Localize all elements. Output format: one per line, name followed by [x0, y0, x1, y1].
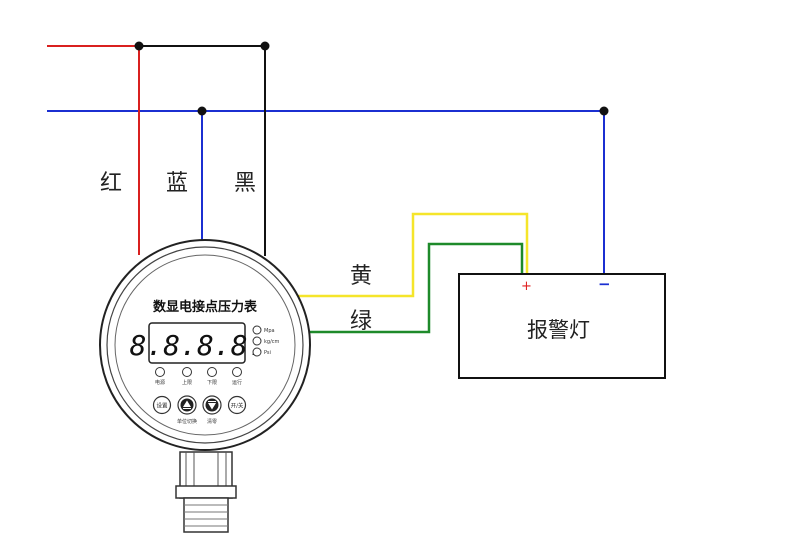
down-button[interactable]: [202, 395, 222, 415]
pressure-gauge: 数显电接点压力表 8.8.8.8. Mpa kg/cm Psi 电源 上限 下限…: [99, 239, 311, 451]
blue-wire-label: 蓝: [166, 171, 188, 196]
red-wire-label: 红: [100, 171, 122, 196]
junction-dot: [599, 106, 609, 116]
up-triangle-icon: [183, 400, 191, 407]
status-led-label: 运行: [232, 379, 242, 386]
gauge-title: 数显电接点压力表: [153, 299, 258, 315]
power-button[interactable]: 开/关: [227, 395, 247, 415]
status-led-upper: [182, 367, 192, 377]
alarm-lamp-label: 报警灯: [527, 318, 590, 342]
clear-caption: 清零: [207, 418, 217, 425]
up-button[interactable]: [177, 395, 197, 415]
black-wire-label: 黑: [234, 171, 256, 196]
status-led-lower: [207, 367, 217, 377]
status-led-label: 下限: [207, 379, 217, 386]
set-button[interactable]: 设置: [152, 395, 172, 415]
unit-indicator-kgcm: [252, 336, 262, 346]
status-led-label: 上限: [182, 379, 192, 386]
unit-indicator-mpa: [252, 325, 262, 335]
status-led-label: 电源: [155, 379, 165, 386]
unit-label: kg/cm: [264, 339, 280, 345]
green-wire: [305, 242, 524, 334]
unit-indicator-psi: [252, 347, 262, 357]
alarm-lamp-box: [458, 273, 666, 379]
status-led-run: [232, 367, 242, 377]
junction-dot: [134, 41, 144, 51]
gauge-fitting: [175, 451, 237, 533]
unit-switch-caption: 单位切换: [177, 418, 197, 425]
set-button-label: 设置: [156, 402, 168, 410]
power-button-label: 开/关: [231, 402, 244, 410]
yellow-wire-label: 黄: [350, 264, 372, 289]
junction-dot: [197, 106, 207, 116]
green-wire-label: 绿: [350, 309, 372, 334]
down-triangle-icon: [208, 403, 216, 410]
display-value: 8.8.8.8.: [130, 329, 265, 362]
status-led-power: [155, 367, 165, 377]
alarm-plus-sign: +: [521, 279, 532, 294]
junction-dot: [260, 41, 270, 51]
unit-label: Psi: [264, 350, 271, 356]
unit-label: Mpa: [264, 328, 275, 334]
yellow-wire: [293, 212, 529, 298]
alarm-minus-sign: −: [598, 275, 611, 293]
digital-display: [148, 322, 246, 364]
